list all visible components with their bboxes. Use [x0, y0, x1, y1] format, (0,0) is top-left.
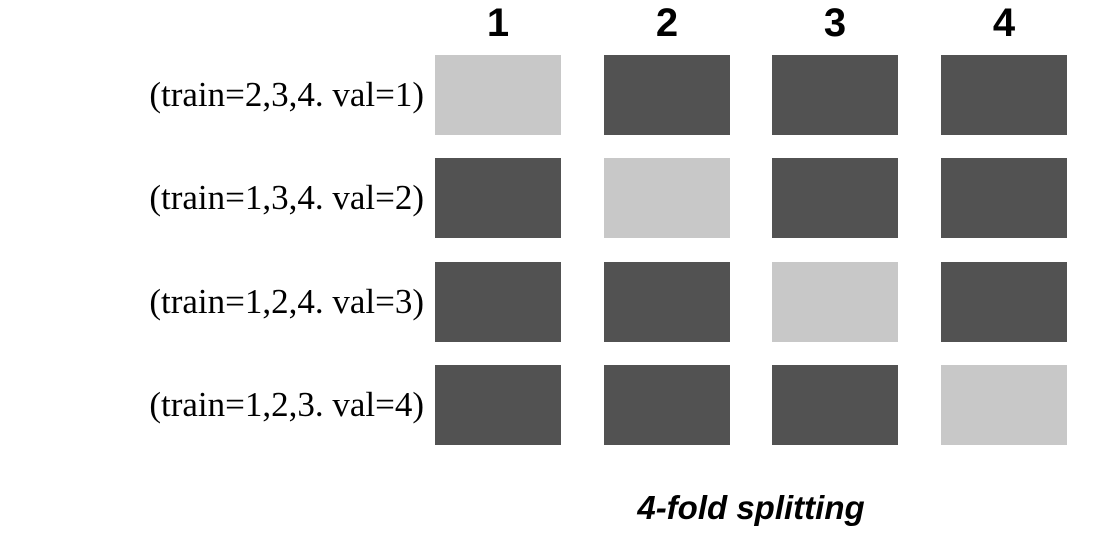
column-header-4: 4: [992, 1, 1016, 45]
cell-r4c3: [772, 365, 898, 445]
column-header-3: 3: [823, 1, 847, 45]
cell-r2c2: [604, 158, 730, 238]
cell-r3c1: [435, 262, 561, 342]
cell-r1c4: [941, 55, 1067, 135]
cell-r2c1: [435, 158, 561, 238]
cell-r1c3: [772, 55, 898, 135]
cell-r1c1: [435, 55, 561, 135]
row-label-fold-1: (train=2,3,4. val=1): [149, 75, 424, 114]
cell-r3c3: [772, 262, 898, 342]
cell-r1c2: [604, 55, 730, 135]
cell-r2c4: [941, 158, 1067, 238]
figure-caption: 4-fold splitting: [637, 489, 865, 526]
cell-r3c2: [604, 262, 730, 342]
row-label-fold-3: (train=1,2,4. val=3): [149, 282, 424, 321]
cell-r4c4: [941, 365, 1067, 445]
column-header-1: 1: [486, 1, 510, 45]
column-header-2: 2: [655, 1, 679, 45]
cell-r3c4: [941, 262, 1067, 342]
cell-r2c3: [772, 158, 898, 238]
cell-r4c2: [604, 365, 730, 445]
row-label-fold-2: (train=1,3,4. val=2): [149, 178, 424, 217]
row-label-fold-4: (train=1,2,3. val=4): [149, 385, 424, 424]
cell-r4c1: [435, 365, 561, 445]
